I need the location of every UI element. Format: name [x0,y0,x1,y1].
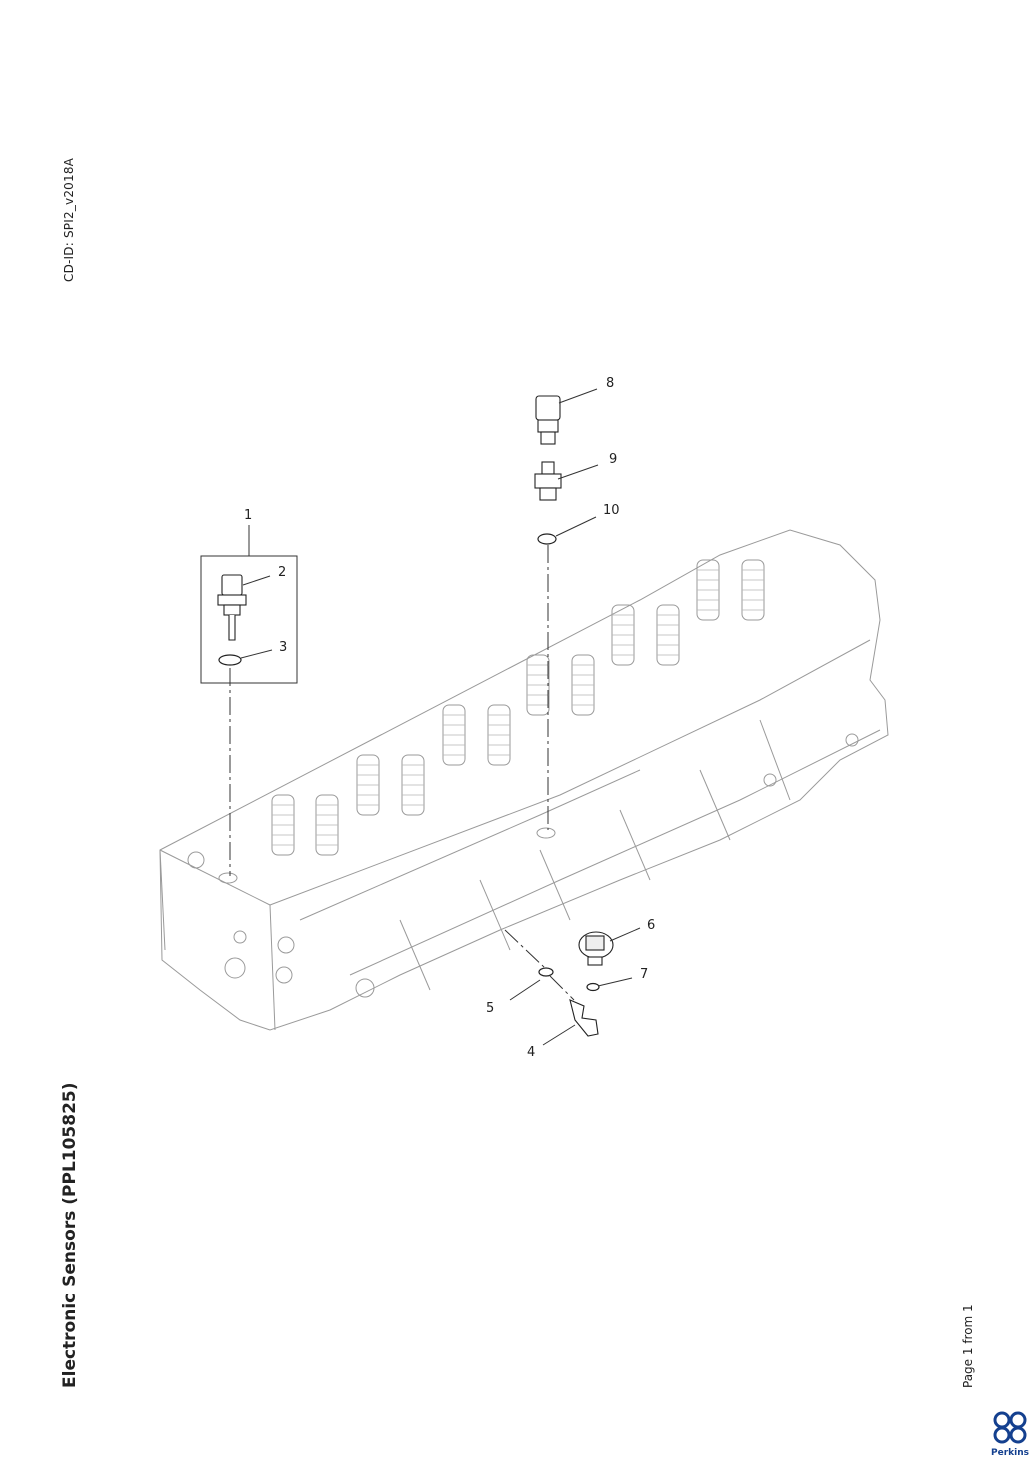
callout-5: 5 [486,1001,494,1016]
cylinder-head-outline [159,529,889,1031]
callout-7: 7 [640,967,648,982]
o-ring-5 [538,967,554,977]
perkins-logo-icon [993,1411,1027,1444]
sensor-adapter [534,461,562,501]
callout-3: 3 [279,640,287,655]
callout-4: 4 [527,1045,535,1060]
callout-6: 6 [647,918,655,933]
o-ring-7 [586,982,600,992]
o-ring-3 [218,654,242,666]
coolant-temperature-sensor [217,574,247,641]
pressure-sensor [535,395,561,445]
callout-2: 2 [278,565,286,580]
callout-8: 8 [606,376,614,391]
document-title: Electronic Sensors (PPL105825) [60,1082,80,1388]
callout-1: 1 [244,508,252,523]
callout-10: 10 [603,503,620,518]
o-ring-10 [537,533,557,545]
callout-9: 9 [609,452,617,467]
speed-timing-sensor [578,931,614,966]
perkins-brand-text: Perkins [991,1448,1029,1458]
sensor-4 [569,999,599,1037]
page-number: Page 1 from 1 [961,1304,975,1388]
